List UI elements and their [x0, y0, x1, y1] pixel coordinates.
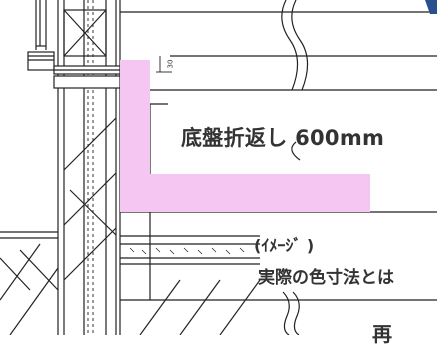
- accent-mark: [425, 0, 437, 14]
- callout-label: 底盤折返し 600mm: [181, 126, 385, 150]
- dimension-mark: [156, 56, 172, 73]
- footing-highlight: [120, 60, 370, 212]
- dimension-text: 30: [166, 59, 175, 69]
- break-lines: [281, 0, 309, 335]
- image-note-label: (ｲﾒｰｼﾞ ): [254, 236, 315, 255]
- parapet-detail: [27, 0, 55, 71]
- braced-panel: [63, 9, 107, 57]
- bottom-fragment: 再: [372, 322, 392, 346]
- upper-slab: [120, 11, 437, 300]
- soil-hatch: [0, 243, 261, 335]
- drawing-canvas: [0, 0, 437, 335]
- actual-color-note: 実際の色寸法とは: [258, 268, 394, 288]
- gravel-band: [129, 247, 245, 255]
- diagonal-braces: [63, 117, 117, 281]
- insulation-band: [53, 65, 121, 89]
